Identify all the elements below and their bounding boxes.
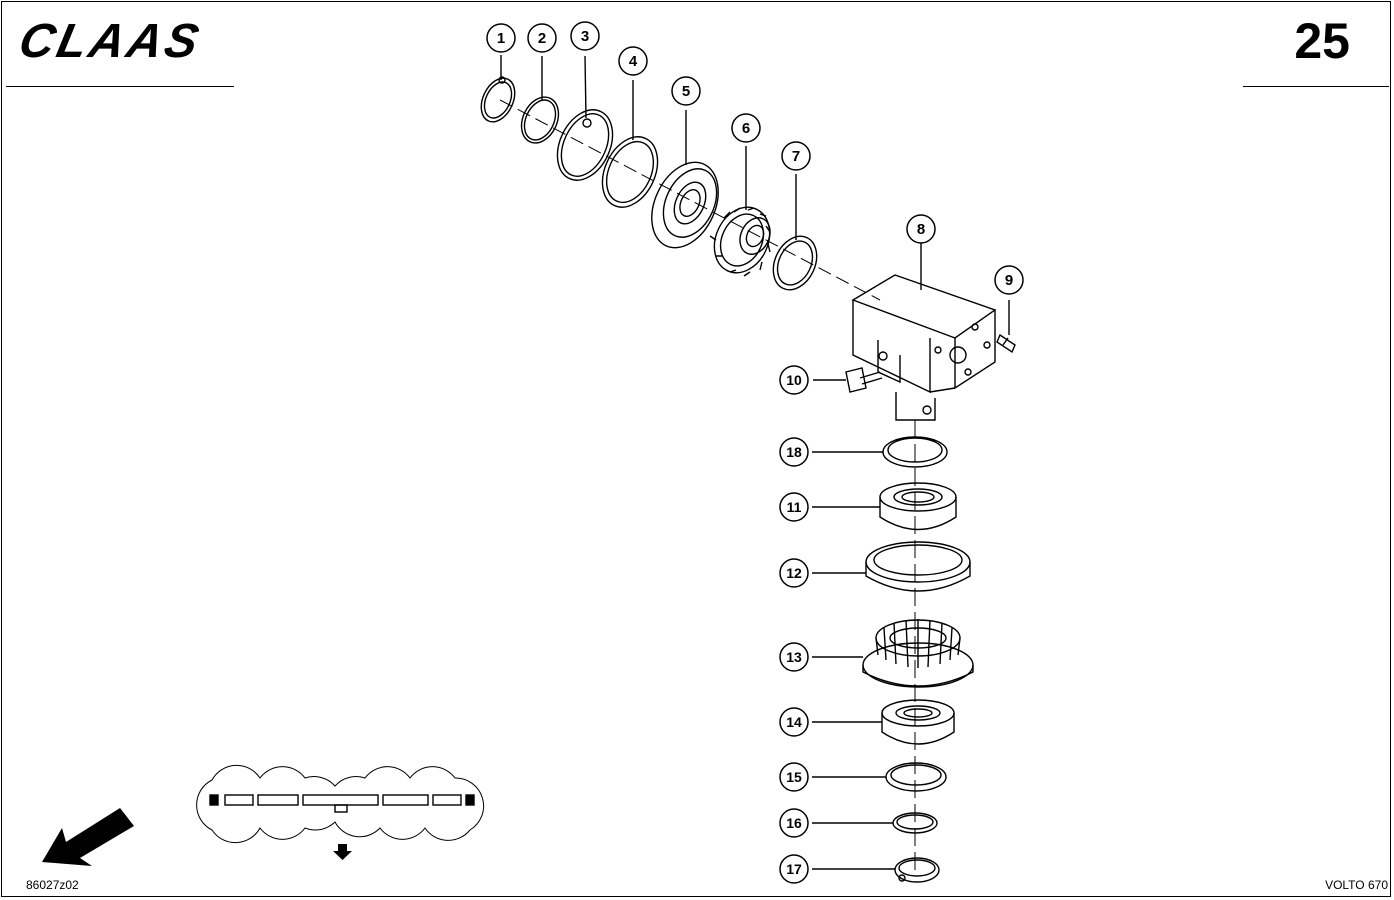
callout-label: 10	[786, 372, 802, 388]
part-7-shim	[772, 235, 818, 291]
callout-label: 2	[538, 30, 546, 47]
callout-9: 9	[994, 265, 1024, 295]
callout-13: 13	[779, 642, 809, 672]
part-8-gearbox-housing	[851, 274, 997, 421]
callout-5: 5	[671, 76, 701, 106]
part-2-ring	[520, 96, 560, 144]
callout-label: 5	[682, 83, 690, 100]
drawing-code: 86027z02	[26, 878, 79, 892]
part-5-bearing	[651, 161, 719, 249]
callout-label: 17	[786, 861, 802, 877]
callout-label: 3	[581, 28, 589, 45]
callout-8: 8	[906, 214, 936, 244]
callout-label: 6	[742, 120, 750, 137]
callout-label: 4	[629, 53, 638, 70]
part-15-ring	[885, 762, 947, 792]
callout-6: 6	[731, 113, 761, 143]
callout-15: 15	[779, 762, 809, 792]
part-12-ring	[865, 541, 971, 592]
page-number: 25	[1294, 13, 1350, 69]
machine-overview-sketch	[196, 764, 485, 844]
part-17-circlip	[894, 857, 940, 883]
callout-label: 13	[786, 649, 802, 665]
part-6-pinion	[709, 206, 771, 277]
callout-label: 15	[786, 769, 802, 785]
callout-1: 1	[486, 23, 516, 53]
view-direction-arrow	[42, 808, 134, 866]
part-9-grease-nipple	[996, 333, 1016, 354]
model-name: VOLTO 670	[1325, 878, 1388, 892]
callout-11: 11	[779, 492, 809, 522]
callout-16: 16	[779, 808, 809, 838]
callout-17: 17	[779, 854, 809, 884]
callout-label: 7	[792, 148, 800, 165]
callout-12: 12	[779, 558, 809, 588]
callout-label: 8	[917, 221, 925, 238]
callout-label: 11	[787, 499, 802, 515]
part-13-crown-wheel	[862, 619, 974, 688]
callout-label: 14	[786, 714, 802, 730]
down-arrow	[333, 844, 352, 860]
callout-4: 4	[618, 46, 648, 76]
part-11-bearing	[879, 482, 957, 531]
part-14-bearing	[881, 699, 955, 745]
callout-label: 18	[786, 444, 802, 460]
part-10-bolt	[845, 367, 883, 393]
callout-label: 9	[1005, 272, 1013, 289]
part-1-circlip	[480, 76, 516, 123]
callout-18: 18	[779, 437, 809, 467]
callout-10: 10	[779, 365, 809, 395]
header-rule-left	[6, 86, 234, 87]
callout-label: 1	[497, 30, 505, 47]
callout-label: 16	[786, 815, 802, 831]
part-3-circlip	[556, 109, 614, 181]
callout-7: 7	[781, 141, 811, 171]
header-rule-right	[1243, 86, 1389, 87]
callout-2: 2	[527, 23, 557, 53]
callout-14: 14	[779, 707, 809, 737]
callout-label: 12	[786, 565, 802, 581]
callout-3: 3	[570, 21, 600, 51]
part-4-ring	[601, 136, 659, 208]
